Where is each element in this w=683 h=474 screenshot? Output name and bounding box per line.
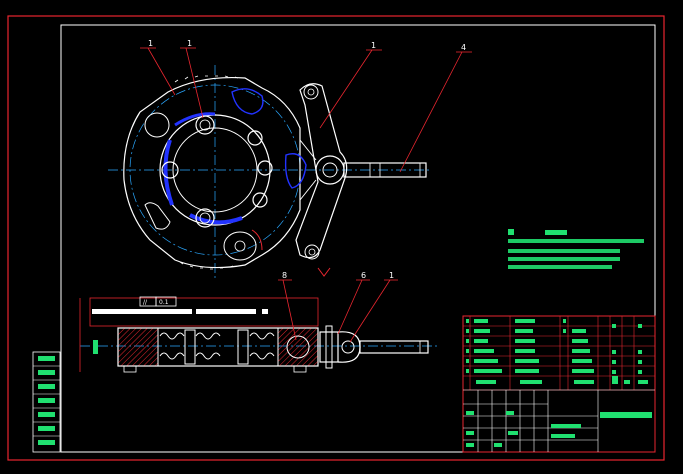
callout-6: 6 — [361, 271, 366, 280]
inner-frame — [60, 24, 656, 453]
callout-1-mid: 1 — [371, 41, 376, 50]
callout-1-left-b: 1 — [187, 39, 192, 48]
tolerance-symbol: // — [143, 299, 148, 306]
callout-1-bottom: 1 — [389, 271, 394, 280]
callout-8: 8 — [282, 271, 287, 280]
outer-frame — [7, 15, 665, 461]
top-view — [108, 65, 430, 280]
technical-requirements — [508, 229, 644, 269]
left-margin-tag-block — [32, 351, 61, 453]
leader-lines-bottom — [278, 279, 398, 343]
title-block — [462, 315, 656, 453]
callout-4: 4 — [461, 43, 466, 52]
section-dimensions — [79, 296, 319, 372]
tolerance-value: 0.1 — [159, 299, 169, 306]
callout-1-left-a: 1 — [148, 39, 153, 48]
section-view — [80, 325, 440, 373]
leader-lines-top — [140, 47, 472, 173]
